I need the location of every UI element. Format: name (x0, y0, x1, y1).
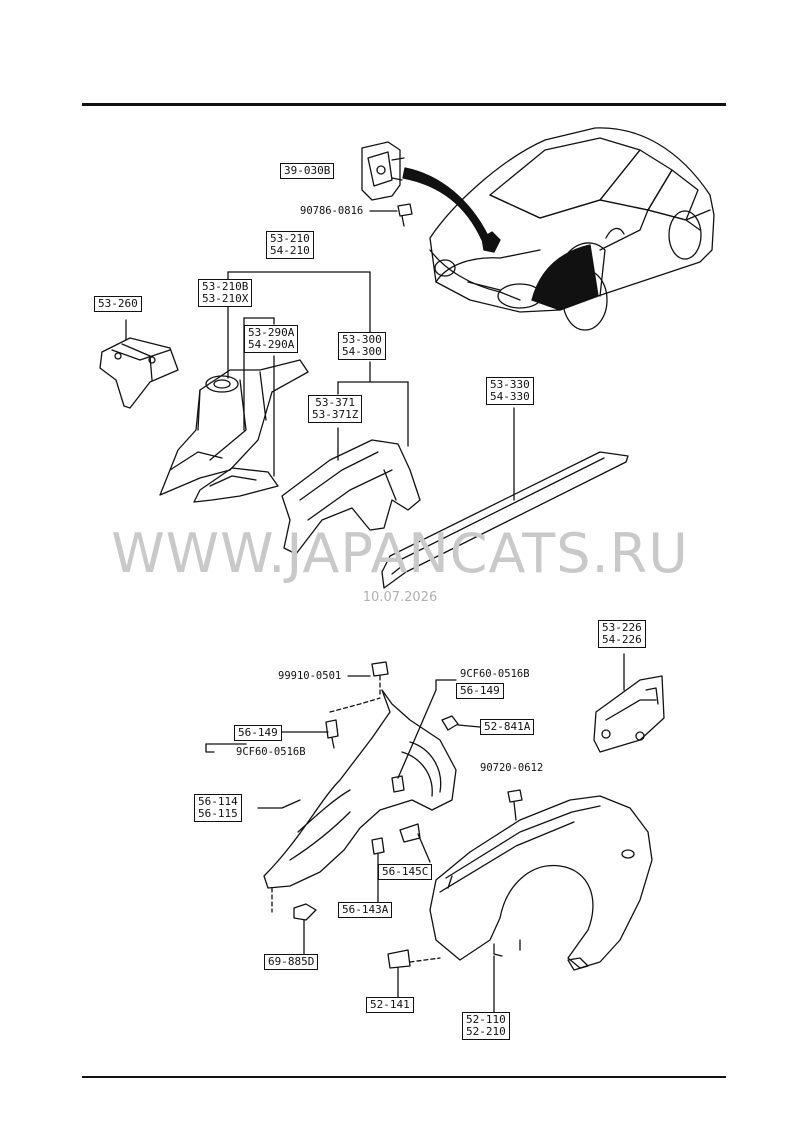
label-screw-right-ref[interactable]: 9CF60-0516B (460, 668, 530, 680)
label-screw-right[interactable]: 56-149 (456, 683, 504, 699)
apron-reinf-1: 53-290A (248, 326, 295, 339)
car-illustration (402, 127, 715, 331)
bracket-right-2: 54-226 (602, 633, 642, 646)
fasteners-illustration (205, 661, 523, 999)
bracket-right-1: 53-226 (602, 621, 642, 634)
label-apron-inner[interactable]: 53-210B 53-210X (198, 279, 253, 307)
label-bolt[interactable]: 90786-0816 (300, 205, 364, 217)
label-screw-left-ref[interactable]: 9CF60-0516B (236, 746, 306, 758)
label-clip-143[interactable]: 56-143A (338, 902, 393, 918)
liner-illustration (263, 675, 457, 913)
label-clip-145[interactable]: 56-145C (378, 864, 433, 880)
watermark-date: 10.07.2026 (362, 590, 438, 605)
frame-group-1: 53-300 (342, 333, 382, 346)
fender-1: 52-110 (466, 1013, 506, 1026)
label-screw-left[interactable]: 56-149 (234, 725, 282, 741)
watermark-site: WWW.JAPANCATS.RU (111, 522, 689, 585)
label-clip-right[interactable]: 52-841A (480, 719, 535, 735)
bottom-rule (82, 1076, 726, 1078)
label-pad[interactable]: 52-141 (366, 997, 414, 1013)
label-fender[interactable]: 52-110 52-210 (462, 1012, 510, 1040)
top-rule (82, 103, 726, 106)
label-rivet[interactable]: 69-885D (264, 954, 319, 970)
apron-group-2: 54-210 (270, 244, 310, 257)
label-liner[interactable]: 56-114 56-115 (194, 794, 242, 822)
label-bracket[interactable]: 39-030B (280, 163, 335, 179)
frame-member-2: 53-371Z (312, 408, 359, 421)
label-clip-top[interactable]: 99910-0501 (278, 670, 342, 682)
apron-inner-2: 53-210X (202, 292, 249, 305)
apron-group-1: 53-210 (270, 232, 310, 245)
fender-2: 52-210 (466, 1025, 506, 1038)
frame-group-2: 54-300 (342, 345, 382, 358)
label-support-left[interactable]: 53-260 (94, 296, 142, 312)
apron-reinf-2: 54-290A (248, 338, 295, 351)
label-frame-group[interactable]: 53-300 54-300 (338, 332, 386, 360)
label-apron-group[interactable]: 53-210 54-210 (266, 231, 314, 259)
liner-2: 56-115 (198, 807, 238, 820)
liner-1: 56-114 (198, 795, 238, 808)
label-bolt-fender[interactable]: 90720-0612 (480, 762, 544, 774)
sill-illustration (381, 407, 629, 589)
bracket-right-illustration (593, 653, 665, 753)
bracket-illustration (361, 141, 413, 227)
sill-2: 54-330 (490, 390, 530, 403)
frame-member-1: 53-371 (315, 396, 356, 409)
support-left-illustration (99, 319, 179, 409)
frame-member-illustration (281, 361, 421, 555)
label-bracket-right[interactable]: 53-226 54-226 (598, 620, 646, 648)
fender-illustration (429, 795, 653, 1013)
label-apron-reinf[interactable]: 53-290A 54-290A (244, 325, 299, 353)
sill-1: 53-330 (490, 378, 530, 391)
label-sill[interactable]: 53-330 54-330 (486, 377, 534, 405)
apron-inner-1: 53-210B (202, 280, 249, 293)
label-frame-member[interactable]: 53-371 53-371Z (308, 395, 363, 423)
